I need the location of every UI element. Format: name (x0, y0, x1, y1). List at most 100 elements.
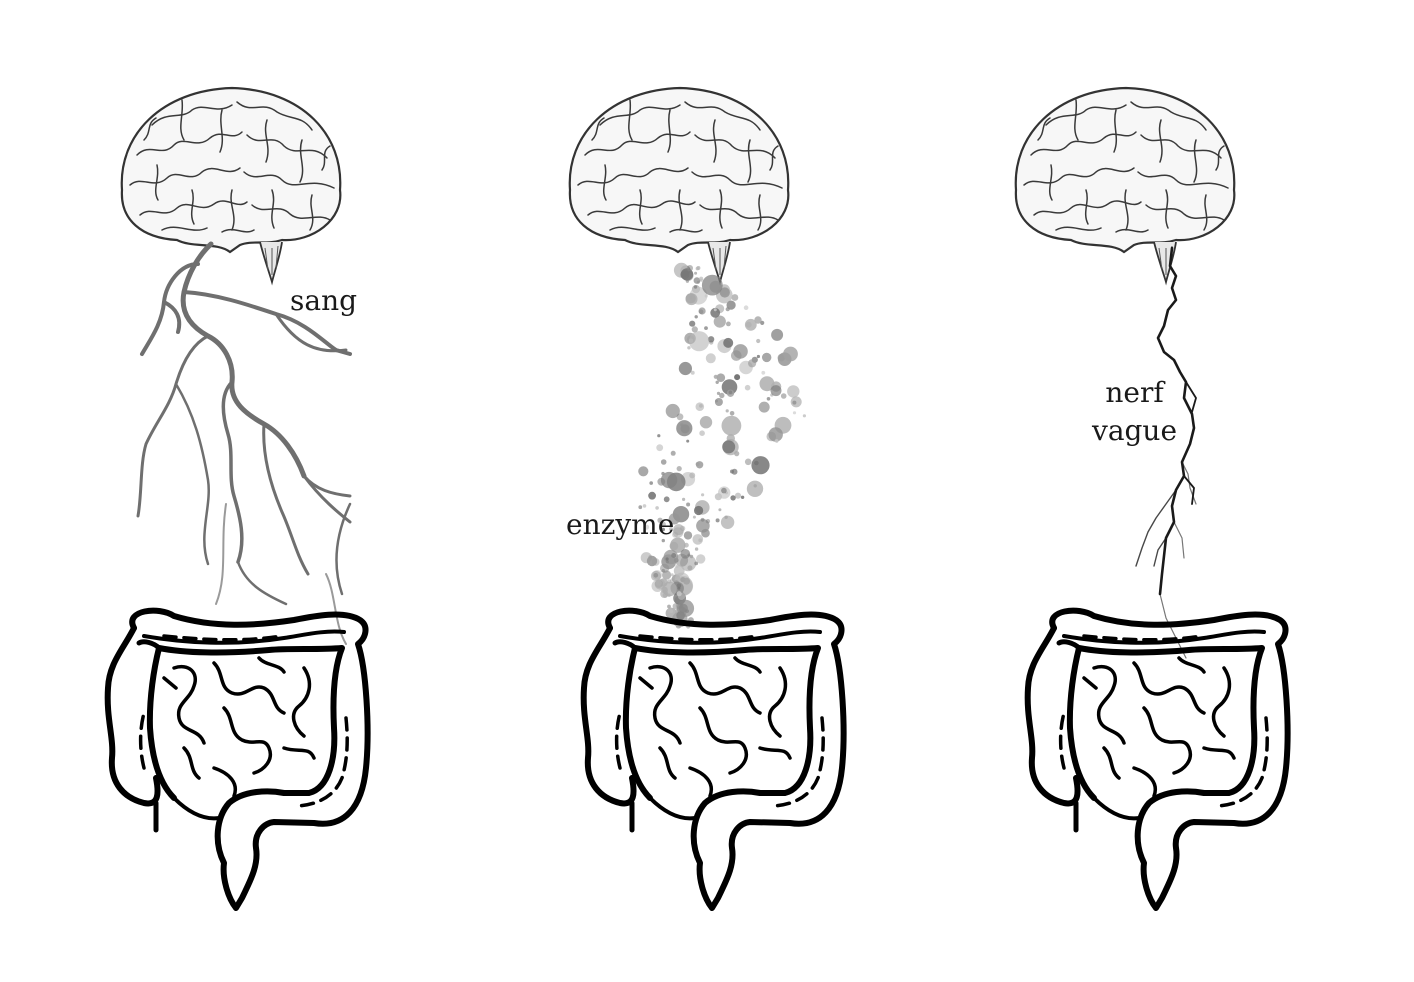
enzyme-particle (667, 608, 673, 614)
enzyme-particle (699, 276, 704, 281)
enzyme-particle (713, 315, 726, 328)
enzyme-particle (744, 318, 757, 331)
enzyme-particle (693, 285, 698, 289)
enzyme-particle (683, 531, 693, 540)
enzyme-particle (655, 506, 659, 510)
enzyme-particle (673, 565, 685, 577)
enzyme-particle (771, 328, 784, 341)
enzyme-particle (723, 337, 734, 348)
enzyme-particle (728, 390, 733, 395)
enzyme-particle (696, 280, 700, 284)
enzyme-particle (666, 560, 669, 564)
enzyme-particle (743, 305, 749, 311)
enzyme-particle (780, 393, 787, 399)
enzyme-particle (663, 496, 670, 503)
enzyme-particle (707, 336, 715, 343)
enzyme-particle (680, 268, 694, 281)
enzyme-particle (720, 515, 735, 529)
enzyme-particle (687, 346, 691, 350)
enzyme-particle (668, 527, 674, 532)
enzyme-particle (677, 586, 681, 590)
enzyme-particle (673, 524, 685, 536)
enzyme-particle (665, 557, 669, 561)
enzyme-particle (696, 554, 706, 564)
enzyme-particle (731, 468, 738, 475)
enzyme-particle (660, 521, 666, 528)
enzyme-particle (734, 492, 742, 499)
enzyme-particle (651, 580, 664, 592)
enzyme-particle (730, 495, 736, 501)
enzyme-particle (666, 472, 686, 492)
enzyme-particle (660, 459, 667, 465)
enzyme-particle (792, 411, 797, 415)
label-line: nerf (1105, 376, 1164, 409)
enzyme-particle (719, 287, 730, 298)
enzyme-particle (691, 326, 698, 333)
enzyme-particle (661, 471, 665, 476)
enzyme-particle (715, 399, 718, 403)
enzyme-particle (694, 547, 699, 551)
enzyme-particle (670, 450, 676, 456)
enzyme-particle (661, 527, 666, 532)
enzyme-particle (713, 308, 717, 312)
enzyme-particle (656, 444, 664, 452)
enzyme-particle (669, 541, 679, 551)
enzyme-particle (648, 491, 656, 500)
enzyme-particle (766, 397, 771, 401)
enzyme-particle (694, 271, 698, 275)
enzyme-particle (790, 396, 802, 408)
enzyme-particle (686, 439, 690, 443)
enzyme-particle (689, 320, 696, 327)
enzyme-particle (638, 505, 643, 510)
enzyme-particle (668, 513, 680, 525)
enzyme-particle (695, 266, 700, 271)
enzyme-particle (683, 577, 690, 585)
enzyme-particle (705, 353, 716, 364)
enzyme-particle (685, 293, 696, 304)
enzyme-particle (676, 591, 682, 597)
enzyme-particle (715, 518, 720, 523)
brain-icon (1014, 86, 1236, 284)
label-line: sang (290, 284, 358, 317)
enzyme-particle (754, 316, 762, 324)
enzyme-particle (759, 376, 775, 392)
enzyme-particle (686, 502, 691, 507)
enzyme-particle (642, 504, 647, 508)
enzyme-particle (734, 451, 740, 457)
enzyme-particle (787, 385, 800, 398)
enzyme-particle (692, 515, 696, 519)
nerve-icon (1134, 246, 1198, 660)
label-line: enzyme (566, 508, 675, 541)
enzyme-particle (740, 495, 745, 499)
enzyme-particle (675, 564, 679, 569)
label-enzyme: enzyme (566, 506, 674, 544)
enzyme-particle (716, 373, 726, 383)
enzyme-particle (701, 528, 710, 538)
enzyme-particle (699, 416, 713, 429)
enzyme-particle (744, 384, 751, 391)
enzyme-particle (756, 338, 761, 344)
enzyme-particle (644, 524, 650, 530)
enzyme-particle (680, 549, 691, 559)
enzyme-particle (701, 274, 723, 296)
enzyme-particle (751, 456, 770, 475)
label-blood: sang (290, 282, 357, 320)
panel-blood (108, 86, 368, 908)
intestine-icon (584, 611, 844, 908)
enzyme-particle (695, 402, 705, 412)
enzyme-particle (657, 477, 666, 486)
enzyme-particle (768, 427, 783, 442)
enzyme-particle (762, 352, 772, 363)
enzyme-particle (661, 568, 665, 573)
enzyme-particle (690, 370, 695, 375)
enzyme-particle (715, 380, 719, 384)
intestine-icon (108, 611, 368, 908)
enzyme-particle (746, 480, 764, 497)
enzyme-particle (682, 497, 686, 501)
enzyme-particle (726, 300, 736, 310)
enzyme-particle (676, 611, 685, 620)
enzyme-particle (687, 565, 693, 571)
enzyme-particle (670, 578, 675, 583)
panel-enzyme (568, 86, 844, 908)
enzyme-particle (649, 481, 653, 485)
